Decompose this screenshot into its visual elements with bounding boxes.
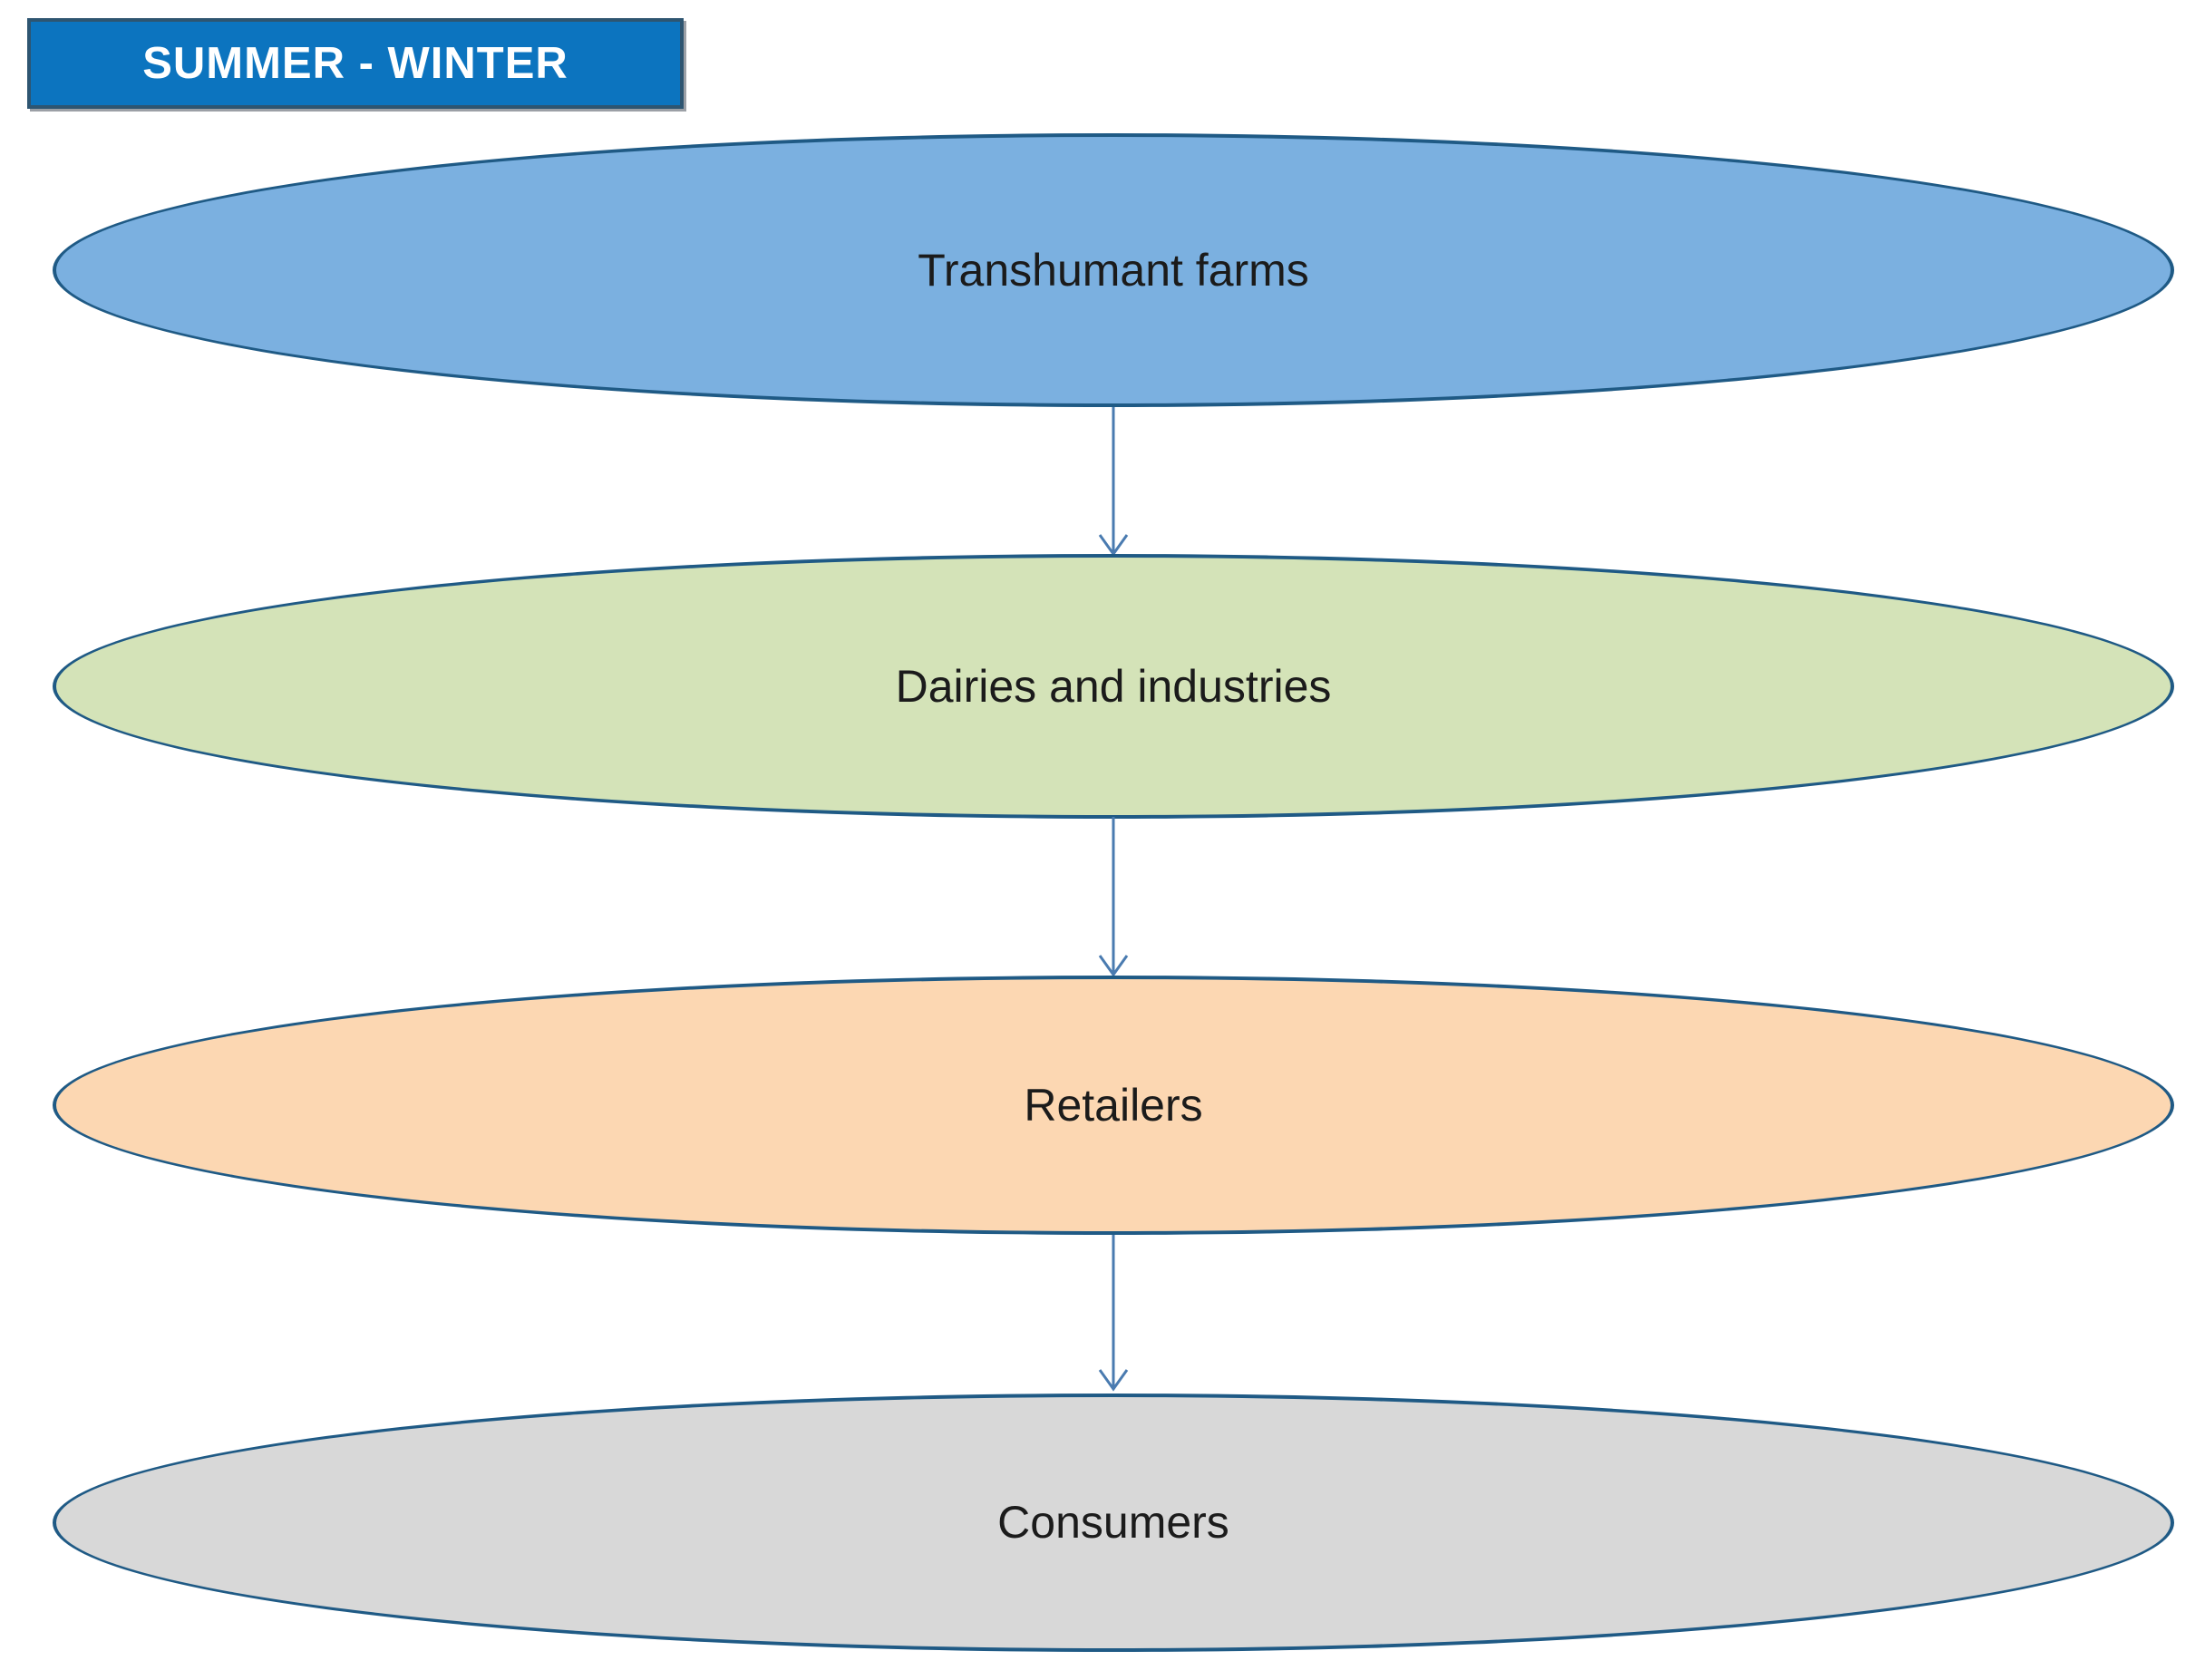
arrow-down-icon [1098,407,1129,557]
arrow-down-icon [1098,817,1129,977]
node-transhumant-farms: Transhumant farms [53,133,2174,407]
flow-arrow-farms-to-dairies [1090,407,1137,558]
season-title-label: SUMMER - WINTER [142,39,568,88]
node-label-transhumant-farms: Transhumant farms [918,244,1309,296]
node-label-consumers: Consumers [997,1497,1229,1548]
node-label-dairies-and-industries: Dairies and industries [895,660,1332,712]
flow-arrow-retailers-to-consumers [1090,1235,1137,1393]
flow-arrow-dairies-to-retailers [1090,817,1137,978]
node-dairies-and-industries: Dairies and industries [53,554,2174,819]
arrow-down-icon [1098,1235,1129,1392]
node-label-retailers: Retailers [1024,1079,1203,1131]
node-consumers: Consumers [53,1394,2174,1652]
season-title-badge: SUMMER - WINTER [27,18,684,109]
node-retailers: Retailers [53,976,2174,1235]
